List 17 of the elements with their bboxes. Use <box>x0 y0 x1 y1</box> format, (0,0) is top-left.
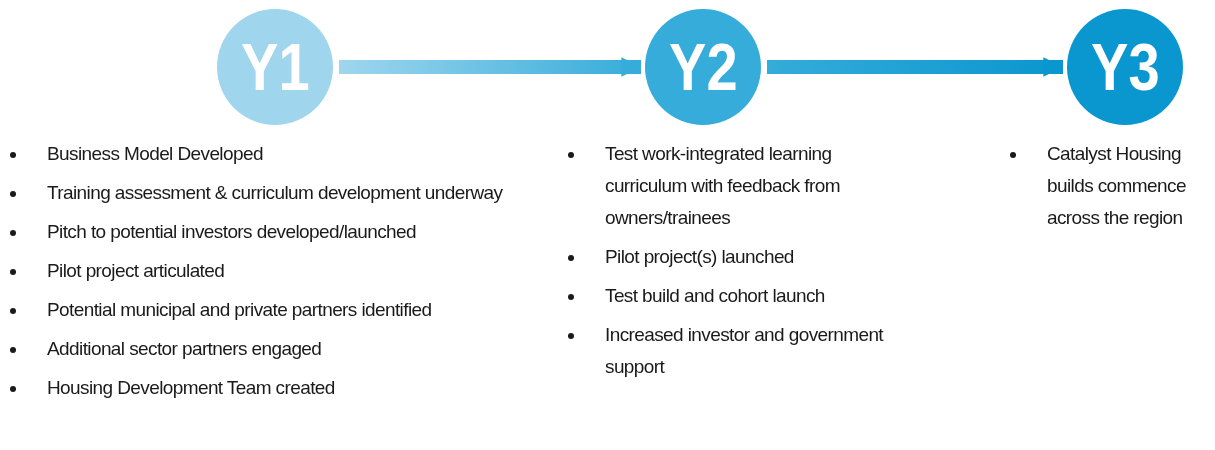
bullet-text: Test build and cohort launch <box>605 285 825 306</box>
bullet-text: Pilot project(s) launched <box>605 246 794 267</box>
year-circle: Y2 <box>645 9 761 125</box>
bullet-text: Pilot project articulated <box>47 260 225 281</box>
bullet-text: Training assessment & curriculum development underway <box>47 182 503 203</box>
bullet-text: Business Model Developed <box>47 143 263 164</box>
arrow <box>767 57 1063 77</box>
bullet-text: Catalyst Housing builds commence across the region <box>1047 143 1186 228</box>
year-circle: Y1 <box>217 9 333 125</box>
bullet-text: Test work-integrated learning curriculum with feedback from owners/trainees <box>605 143 840 228</box>
bullet-text: Increased investor and government support <box>605 324 884 377</box>
bullet-text: Additional sector partners engaged <box>47 338 322 359</box>
bullet-text: Pitch to potential investors developed/launched <box>47 221 416 242</box>
bullet-text: Potential municipal and private partners identified <box>47 299 432 320</box>
year-circle: Y3 <box>1067 9 1183 125</box>
arrow <box>339 57 641 77</box>
bullet-text: Housing Development Team created <box>47 377 335 398</box>
